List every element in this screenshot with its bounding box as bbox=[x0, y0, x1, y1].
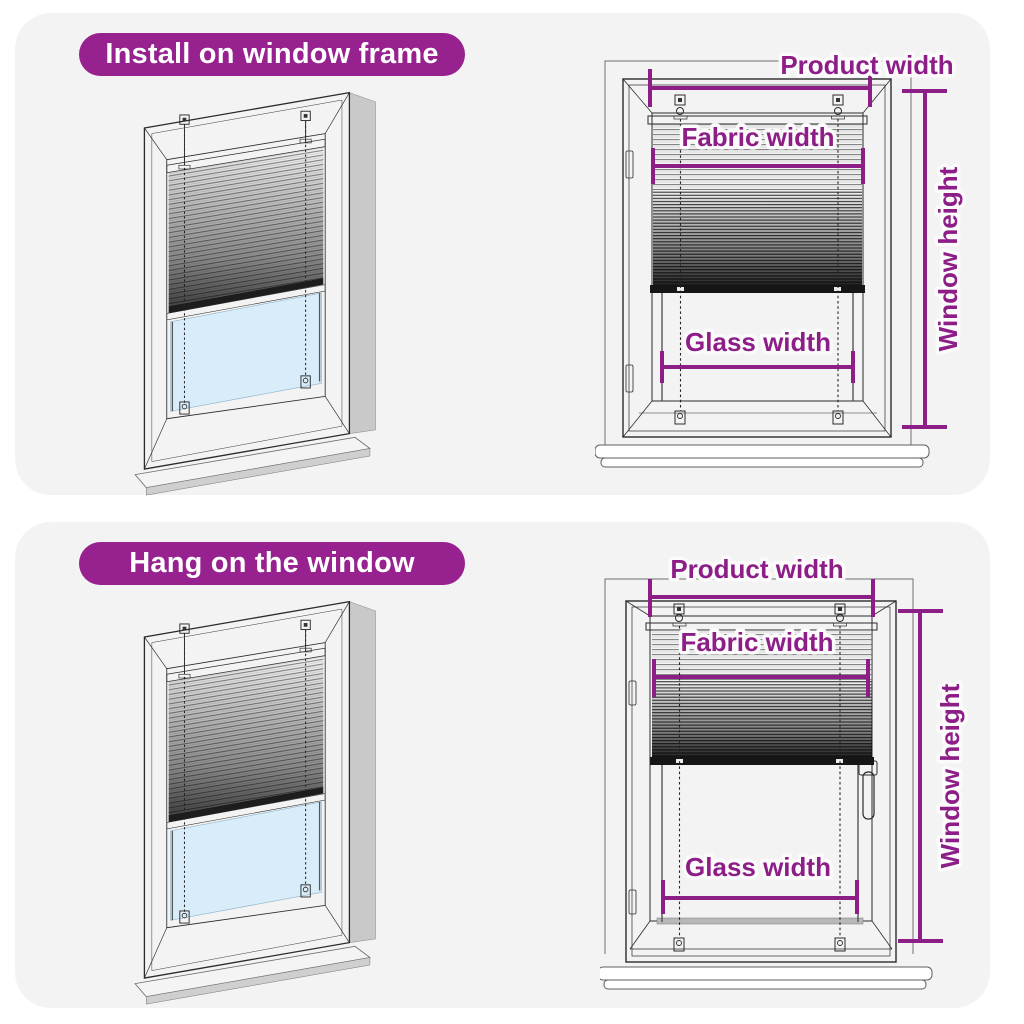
hinge-icon bbox=[625, 364, 634, 393]
section-title-badge: Install on window frame bbox=[79, 33, 465, 76]
window-height-label: Window height bbox=[935, 683, 965, 868]
pleated-blind bbox=[645, 622, 878, 765]
window-3d-illustration bbox=[134, 600, 377, 1005]
window-height-label: Window height bbox=[933, 166, 963, 351]
mounting-brackets-bottom bbox=[673, 937, 846, 952]
window-frame bbox=[622, 78, 892, 438]
product-width-label: Product width bbox=[780, 50, 953, 80]
window-handle-icon bbox=[858, 760, 878, 820]
product-width-label: Product width bbox=[670, 554, 843, 584]
section-title-badge: Hang on the window bbox=[79, 542, 465, 585]
dimension-window-height: Window height bbox=[902, 89, 967, 429]
hinge-icon bbox=[628, 680, 637, 706]
hinge-icon bbox=[628, 889, 637, 915]
wall-outline bbox=[604, 60, 912, 445]
hinge-icon bbox=[625, 150, 634, 179]
dimension-fabric-width: Fabric width bbox=[651, 119, 865, 184]
measurement-diagram-sash-mount: Product width Fabric width Glass width W… bbox=[600, 554, 969, 990]
panel-install-on-window-frame: Install on window frame bbox=[15, 13, 990, 496]
mounting-brackets-bottom bbox=[674, 410, 844, 425]
dimension-glass-width: Glass width bbox=[661, 849, 859, 914]
dimension-window-height: Window height bbox=[898, 609, 969, 943]
glass-width-label: Glass width bbox=[685, 852, 831, 882]
window-3d-illustration bbox=[134, 91, 377, 496]
dimension-product-width: Product width bbox=[648, 554, 875, 617]
dimension-glass-width: Glass width bbox=[660, 324, 855, 383]
dimension-fabric-width: Fabric width bbox=[652, 624, 870, 697]
pleated-blind bbox=[647, 115, 868, 293]
glass-width-label: Glass width bbox=[685, 327, 831, 357]
window-sill bbox=[600, 966, 933, 990]
fabric-width-label: Fabric width bbox=[680, 627, 833, 657]
window-sill bbox=[595, 444, 930, 468]
dimension-product-width: Product width bbox=[648, 49, 957, 107]
section-title: Hang on the window bbox=[129, 547, 415, 579]
mounting-brackets-top bbox=[672, 603, 847, 627]
panel-hang-on-the-window: Hang on the window bbox=[15, 522, 990, 1008]
fabric-width-label: Fabric width bbox=[681, 122, 834, 152]
wall-outline bbox=[604, 578, 914, 954]
mounting-brackets-top bbox=[673, 94, 845, 120]
measurement-diagram-frame-mount: Product width Fabric width Glass width W… bbox=[595, 49, 967, 468]
section-title: Install on window frame bbox=[105, 38, 439, 70]
